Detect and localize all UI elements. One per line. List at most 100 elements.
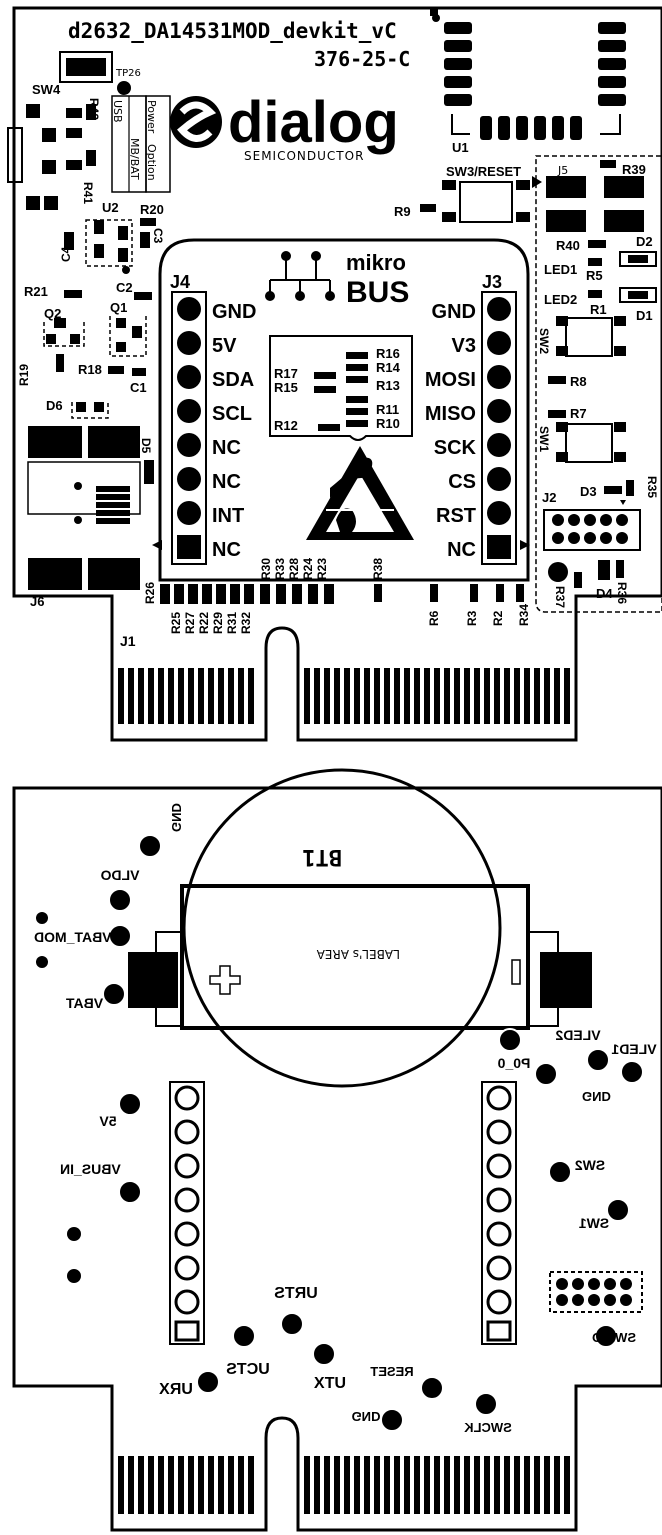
j3-pin-3: MISO xyxy=(425,403,476,425)
tp-gnd-c-label: GND xyxy=(352,1409,381,1424)
j4-pin-4: NC xyxy=(212,437,241,459)
r39-label: R39 xyxy=(622,162,646,177)
dialog-logo: dialog SEMICONDUCTOR xyxy=(170,90,399,163)
tp-vled1-label: VLED1 xyxy=(611,1041,656,1057)
j4-pins xyxy=(177,297,201,559)
board-title: d2632_DA14531MOD_devkit_vC xyxy=(68,19,397,43)
top-board: d2632_DA14531MOD_devkit_vC 376-25-C TP26… xyxy=(7,6,662,742)
tp-vbat xyxy=(102,982,126,1006)
r5-label: R5 xyxy=(586,268,603,283)
r19-label: R19 xyxy=(17,364,31,386)
r26-label: R26 xyxy=(143,582,157,604)
bt1-label: BT1 xyxy=(302,844,342,869)
q2-label: Q2 xyxy=(44,306,61,321)
coin-cell-outline xyxy=(182,768,502,1088)
tp-vbat-label: VBAT xyxy=(66,995,104,1011)
q1-label: Q1 xyxy=(110,300,127,315)
tp-utx xyxy=(312,1342,336,1366)
tp-5v xyxy=(118,1092,142,1116)
test-point-labels: GND VLDO VBAT_MOD VBAT P0_0 GND VLED2 VL… xyxy=(34,803,657,1435)
bus-text: BUS xyxy=(346,276,409,309)
r20-label: R20 xyxy=(140,202,164,217)
tp-gnd-c xyxy=(380,1408,404,1432)
d4-label: D4 xyxy=(596,586,613,601)
sw3-outline xyxy=(459,181,513,223)
r42-label: R42 xyxy=(87,98,101,120)
sw4-outline xyxy=(59,51,113,83)
j3-pin-6: RST xyxy=(436,505,476,527)
tp-urts-label: URTS xyxy=(274,1285,318,1302)
edge-connector-fingers-top xyxy=(118,668,570,724)
d2-label: D2 xyxy=(636,234,653,249)
u1-module-pads xyxy=(444,22,626,140)
tp-vled2-label: VLED2 xyxy=(555,1027,600,1043)
tp-vldo-label: VLDO xyxy=(100,867,139,883)
tp-gnd-b xyxy=(534,1062,558,1086)
battery-pad-left xyxy=(128,952,178,1008)
r33-label: R33 xyxy=(273,558,287,580)
r30-label: R30 xyxy=(259,558,273,580)
r10-label: R10 xyxy=(376,416,400,431)
j3-pin-labels: GND V3 MOSI MISO SCK CS RST NC xyxy=(425,301,477,561)
mb-bat-option-label: MB/BAT xyxy=(128,138,141,180)
edge-connector-fingers-bottom xyxy=(118,1456,570,1514)
r36-label: R36 xyxy=(615,582,629,604)
r40-label: R40 xyxy=(556,238,580,253)
power-option-label: Power xyxy=(145,100,158,134)
tp-vled1 xyxy=(620,1060,644,1084)
led2-label: LED2 xyxy=(544,292,577,307)
tp26-label: TP26 xyxy=(115,68,141,79)
c2-label: C2 xyxy=(116,280,133,295)
j4-pin-2: SDA xyxy=(212,369,254,391)
r24-label: R24 xyxy=(301,558,315,580)
plus-marking xyxy=(209,965,241,995)
j4-pin-3: SCL xyxy=(212,403,252,425)
c3-label: C3 xyxy=(151,228,165,244)
tp-utx-label: UTX xyxy=(314,1375,346,1392)
board-outline-bottom xyxy=(12,786,662,1532)
tp-gnd-a xyxy=(138,834,162,858)
r32-label: R32 xyxy=(239,612,253,634)
j3-pins xyxy=(487,297,511,559)
c4-label: C4 xyxy=(59,246,73,262)
r21-label: R21 xyxy=(24,284,48,299)
r34-label: R34 xyxy=(517,604,531,626)
sw3-label: SW3/RESET xyxy=(446,164,521,179)
usb-connector xyxy=(7,127,23,183)
mikrobus-logo: mikro BUS xyxy=(265,250,409,309)
tp-urx-label: URX xyxy=(159,1381,193,1398)
sw4-label: SW4 xyxy=(32,82,61,97)
tp-sw2 xyxy=(548,1160,572,1184)
j3-pin-2: MOSI xyxy=(425,369,476,391)
r1-label: R1 xyxy=(590,302,607,317)
r27-label: R27 xyxy=(183,612,197,634)
tp-vbat-mod-label: VBAT_MOD xyxy=(34,929,112,945)
j4-pin-7: NC xyxy=(212,539,241,561)
tp-5v-label: 5V xyxy=(99,1113,117,1129)
tp-gnd-a-label: GND xyxy=(169,803,184,832)
j3-header xyxy=(481,291,517,565)
tp-ucts-label: UCTS xyxy=(226,1361,270,1378)
r15-label: R15 xyxy=(274,380,298,395)
j4-bottom-header xyxy=(169,1081,205,1345)
u1-label: U1 xyxy=(452,140,469,155)
r9-label: R9 xyxy=(394,204,411,219)
r31-label: R31 xyxy=(225,612,239,634)
j3-bottom-header xyxy=(481,1081,517,1345)
brand-sub: SEMICONDUCTOR xyxy=(244,149,364,163)
sw4-body xyxy=(66,58,106,76)
label-area-text: LABEL's AREA xyxy=(316,947,400,961)
sw1-label: SW1 xyxy=(537,426,551,452)
battery-pad-right xyxy=(540,952,592,1008)
c1-label: C1 xyxy=(130,380,147,395)
j1-label: J1 xyxy=(120,633,136,649)
option-label: Option xyxy=(145,144,158,181)
tp-swclk-label: SWCLK xyxy=(464,1420,512,1435)
tp-vbat-mod xyxy=(108,924,132,948)
r38-label: R38 xyxy=(371,558,385,580)
r7-label: R7 xyxy=(570,406,587,421)
r22-label: R22 xyxy=(197,612,211,634)
tp-vled2 xyxy=(586,1048,610,1072)
j3-pin-0: GND xyxy=(432,301,476,323)
